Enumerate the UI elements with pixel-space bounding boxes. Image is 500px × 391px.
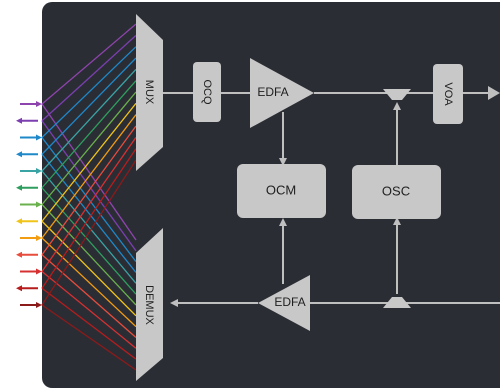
- channel-arrows: [16, 101, 42, 308]
- channel-arrow-head-icon: [16, 184, 22, 191]
- demux-fan-line: [41, 120, 137, 252]
- demux-fan-line: [41, 153, 137, 273]
- demux-label: DEMUX: [143, 285, 155, 325]
- edfa-bottom-block: [258, 275, 310, 331]
- channel-arrow-head-icon: [36, 201, 42, 208]
- channel-arrow-head-icon: [36, 168, 42, 174]
- mux-fan-line: [41, 114, 137, 239]
- edfa-bottom-label: EDFA: [274, 295, 305, 309]
- mux-label: MUX: [143, 80, 155, 105]
- channel-arrow-head-icon: [16, 151, 22, 158]
- ocm-block: [237, 164, 326, 218]
- channel-arrow-head-icon: [16, 117, 22, 124]
- osc-block: [352, 165, 441, 219]
- demux-fan-line: [41, 304, 137, 371]
- mux-fan-line: [41, 159, 137, 306]
- mux-fan-line: [41, 102, 137, 222]
- mux-fan-line: [41, 34, 137, 122]
- channel-arrow-head-icon: [36, 268, 42, 275]
- voa-block: [433, 64, 463, 124]
- mux-fan-line: [41, 136, 137, 272]
- edfa-top-label: EDFA: [257, 85, 288, 99]
- channel-arrow-head-icon: [36, 302, 42, 308]
- mux-block: [136, 14, 163, 171]
- channel-arrow-head-icon: [16, 251, 22, 258]
- demux-fan-line: [41, 187, 137, 295]
- mux-fan-line: [41, 46, 137, 138]
- demux-fan-line: [41, 170, 137, 284]
- channel-arrow-head-icon: [16, 285, 22, 292]
- demux-fan-line: [41, 204, 137, 306]
- mux-fan-line: [41, 57, 137, 155]
- mux-fan-line: [41, 80, 137, 189]
- demux-fan-line: [41, 237, 137, 328]
- output-arrow-icon: [488, 86, 500, 100]
- demux-fan-line: [41, 220, 137, 317]
- bottom-coupler-icon: [383, 297, 411, 308]
- demux-fan-line: [41, 287, 137, 360]
- mux-fan-line: [41, 125, 137, 256]
- osc-label: OSC: [382, 183, 410, 198]
- top-coupler-icon: [383, 89, 411, 100]
- edfa-top-block: [250, 58, 314, 128]
- demux-fan-line: [41, 137, 137, 263]
- mux-fan-line: [41, 148, 137, 289]
- demux-fan-line: [41, 270, 137, 349]
- channel-arrow-head-icon: [36, 134, 42, 141]
- demux-block: [136, 228, 163, 381]
- mux-fan-line: [41, 91, 137, 205]
- demux-fan-line: [41, 254, 137, 338]
- mux-fan-line: [41, 23, 137, 105]
- demux-fan-line: [41, 103, 137, 241]
- ocm-label: OCM: [266, 182, 296, 197]
- ocq-label: OCQ: [201, 79, 213, 105]
- mux-fan-line: [41, 68, 137, 172]
- voa-label: VOA: [442, 82, 454, 106]
- ocq-block: [193, 62, 221, 122]
- channel-arrow-head-icon: [16, 218, 22, 225]
- channel-arrow-head-icon: [36, 101, 42, 107]
- channel-arrow-head-icon: [36, 235, 42, 241]
- channel-fan-lines: [41, 23, 137, 371]
